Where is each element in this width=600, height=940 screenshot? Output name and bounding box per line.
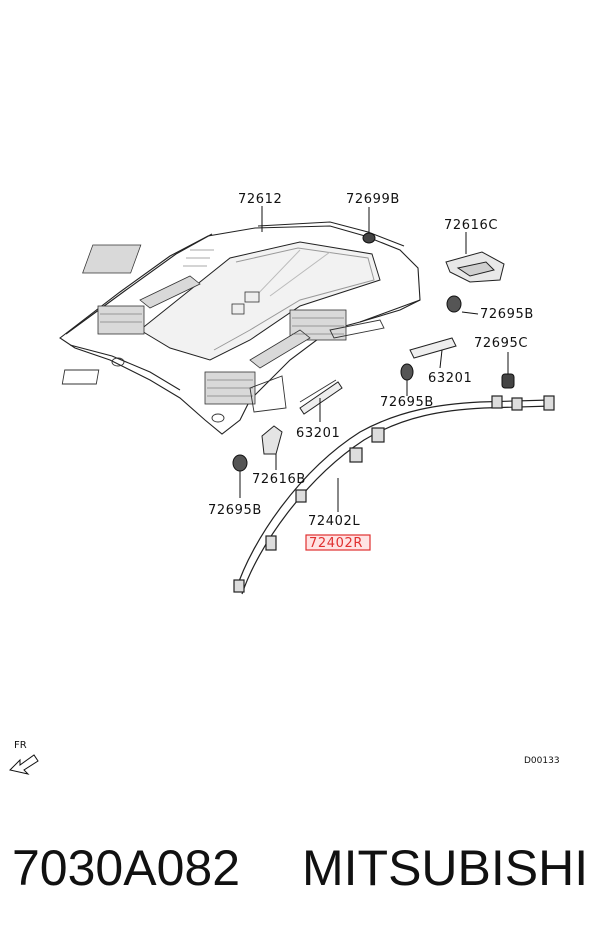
highlight-box-72402r: [305, 534, 371, 551]
sunroof-frame-hatching: [100, 249, 344, 397]
clip-72695b-middle: [400, 363, 414, 396]
bracket-63201-right: [409, 337, 457, 369]
label-72616b: 72616B: [252, 472, 306, 487]
label-72402l: 72402L: [308, 514, 360, 529]
label-72616c: 72616C: [444, 218, 498, 233]
sunroof-opening: [139, 241, 381, 361]
label-72402r: 72402R: [309, 536, 363, 551]
bracket-72616c: [445, 232, 505, 283]
curtain-airbag-72402: [233, 395, 555, 595]
clip-72699b: [362, 207, 376, 244]
label-72612: 72612: [238, 192, 282, 207]
caption-part-number: 7030A082: [12, 840, 241, 896]
front-arrow-icon: FR: [9, 740, 39, 775]
drawing-ref: D00133: [524, 756, 560, 766]
bracket-63201-left: [299, 381, 343, 422]
caption-bar: 7030A082 MITSUBISHI: [10, 836, 590, 900]
label-72695b-upper: 72695B: [480, 307, 534, 322]
caption-brand: MITSUBISHI: [302, 840, 589, 896]
front-indicator-label: FR: [14, 740, 27, 751]
label-72695b-lower: 72695B: [208, 503, 262, 518]
label-63201-right: 63201: [428, 371, 472, 386]
label-72695c: 72695C: [474, 336, 528, 351]
headliner-details: [61, 319, 385, 423]
label-63201-left: 63201: [296, 426, 340, 441]
clip-72695c: [501, 352, 515, 389]
label-72695b-middle: 72695B: [380, 395, 434, 410]
bracket-72616b: [261, 425, 283, 470]
clip-72695b-upper: [446, 295, 479, 315]
label-72699b: 72699B: [346, 192, 400, 207]
sunroof-frame: [82, 244, 347, 405]
clip-72695b-lower: [232, 454, 248, 498]
